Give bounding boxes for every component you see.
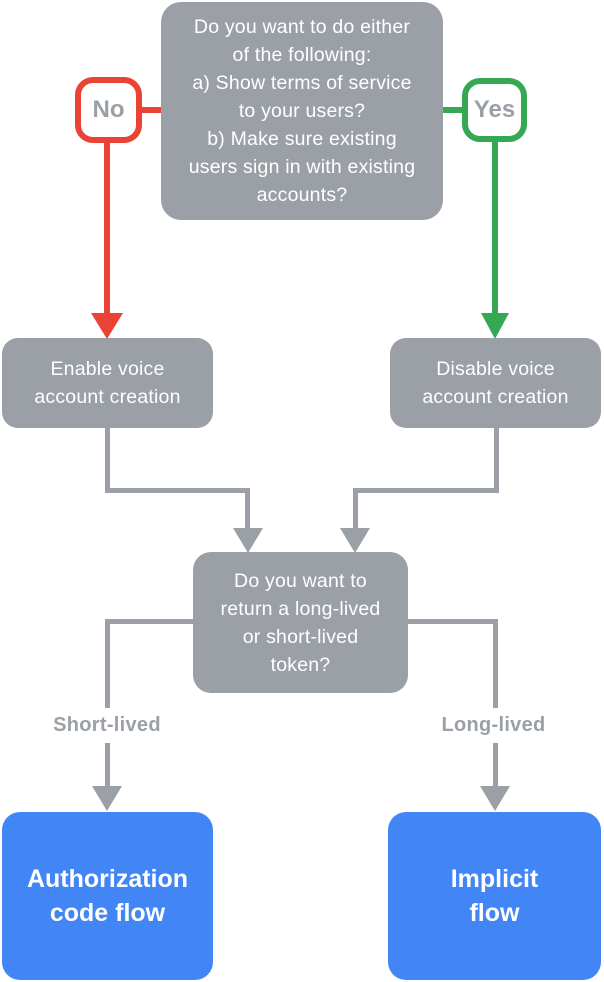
token-question-node: Do you want to return a long-lived or sh… [193, 552, 408, 693]
token-question-text: Do you want to return a long-lived or sh… [220, 569, 381, 676]
no-badge-label: No [92, 96, 125, 123]
arrowhead-disable-icon [340, 528, 370, 553]
authorization-code-flow-node: Authorization code flow [2, 812, 213, 980]
edge-shortlived-down [105, 619, 110, 786]
arrowhead-enable-icon [233, 528, 263, 553]
edge-enable-into-question [245, 488, 250, 530]
edge-no-horizontal [140, 107, 163, 113]
arrowhead-longlived-icon [480, 786, 510, 811]
edge-shortlived-across [105, 619, 193, 624]
edge-disable-across [353, 488, 499, 493]
no-badge: No [75, 77, 142, 143]
disable-voice-node: Disable voice account creation [390, 338, 601, 428]
yes-badge-label: Yes [473, 96, 516, 123]
edge-longlived-across [408, 619, 496, 624]
edge-yes-horizontal [441, 107, 464, 113]
long-lived-edge-label-text: Long-lived [441, 714, 546, 736]
root-question-text: Do you want to do either of the followin… [188, 16, 416, 206]
edge-disable-down [494, 427, 499, 493]
root-question-node: Do you want to do either of the followin… [161, 2, 443, 220]
edge-disable-into-question [353, 488, 358, 530]
edge-no-vertical [104, 140, 110, 314]
enable-voice-text: Enable voice account creation [34, 358, 181, 408]
arrowhead-yes-icon [481, 313, 509, 339]
arrowhead-shortlived-icon [92, 786, 122, 811]
long-lived-edge-label: Long-lived [410, 708, 577, 743]
implicit-flow-text: Implicit flow [450, 865, 539, 927]
edge-enable-across [105, 488, 250, 493]
arrowhead-no-icon [91, 313, 123, 339]
disable-voice-text: Disable voice account creation [422, 358, 569, 408]
enable-voice-node: Enable voice account creation [2, 338, 213, 428]
edge-enable-down [105, 427, 110, 493]
edge-longlived-down [493, 619, 498, 786]
implicit-flow-node: Implicit flow [388, 812, 601, 980]
edge-yes-vertical [492, 140, 498, 314]
short-lived-edge-label: Short-lived [22, 708, 192, 743]
short-lived-edge-label-text: Short-lived [53, 714, 161, 736]
yes-badge: Yes [462, 78, 527, 142]
authorization-code-flow-text: Authorization code flow [26, 865, 189, 927]
